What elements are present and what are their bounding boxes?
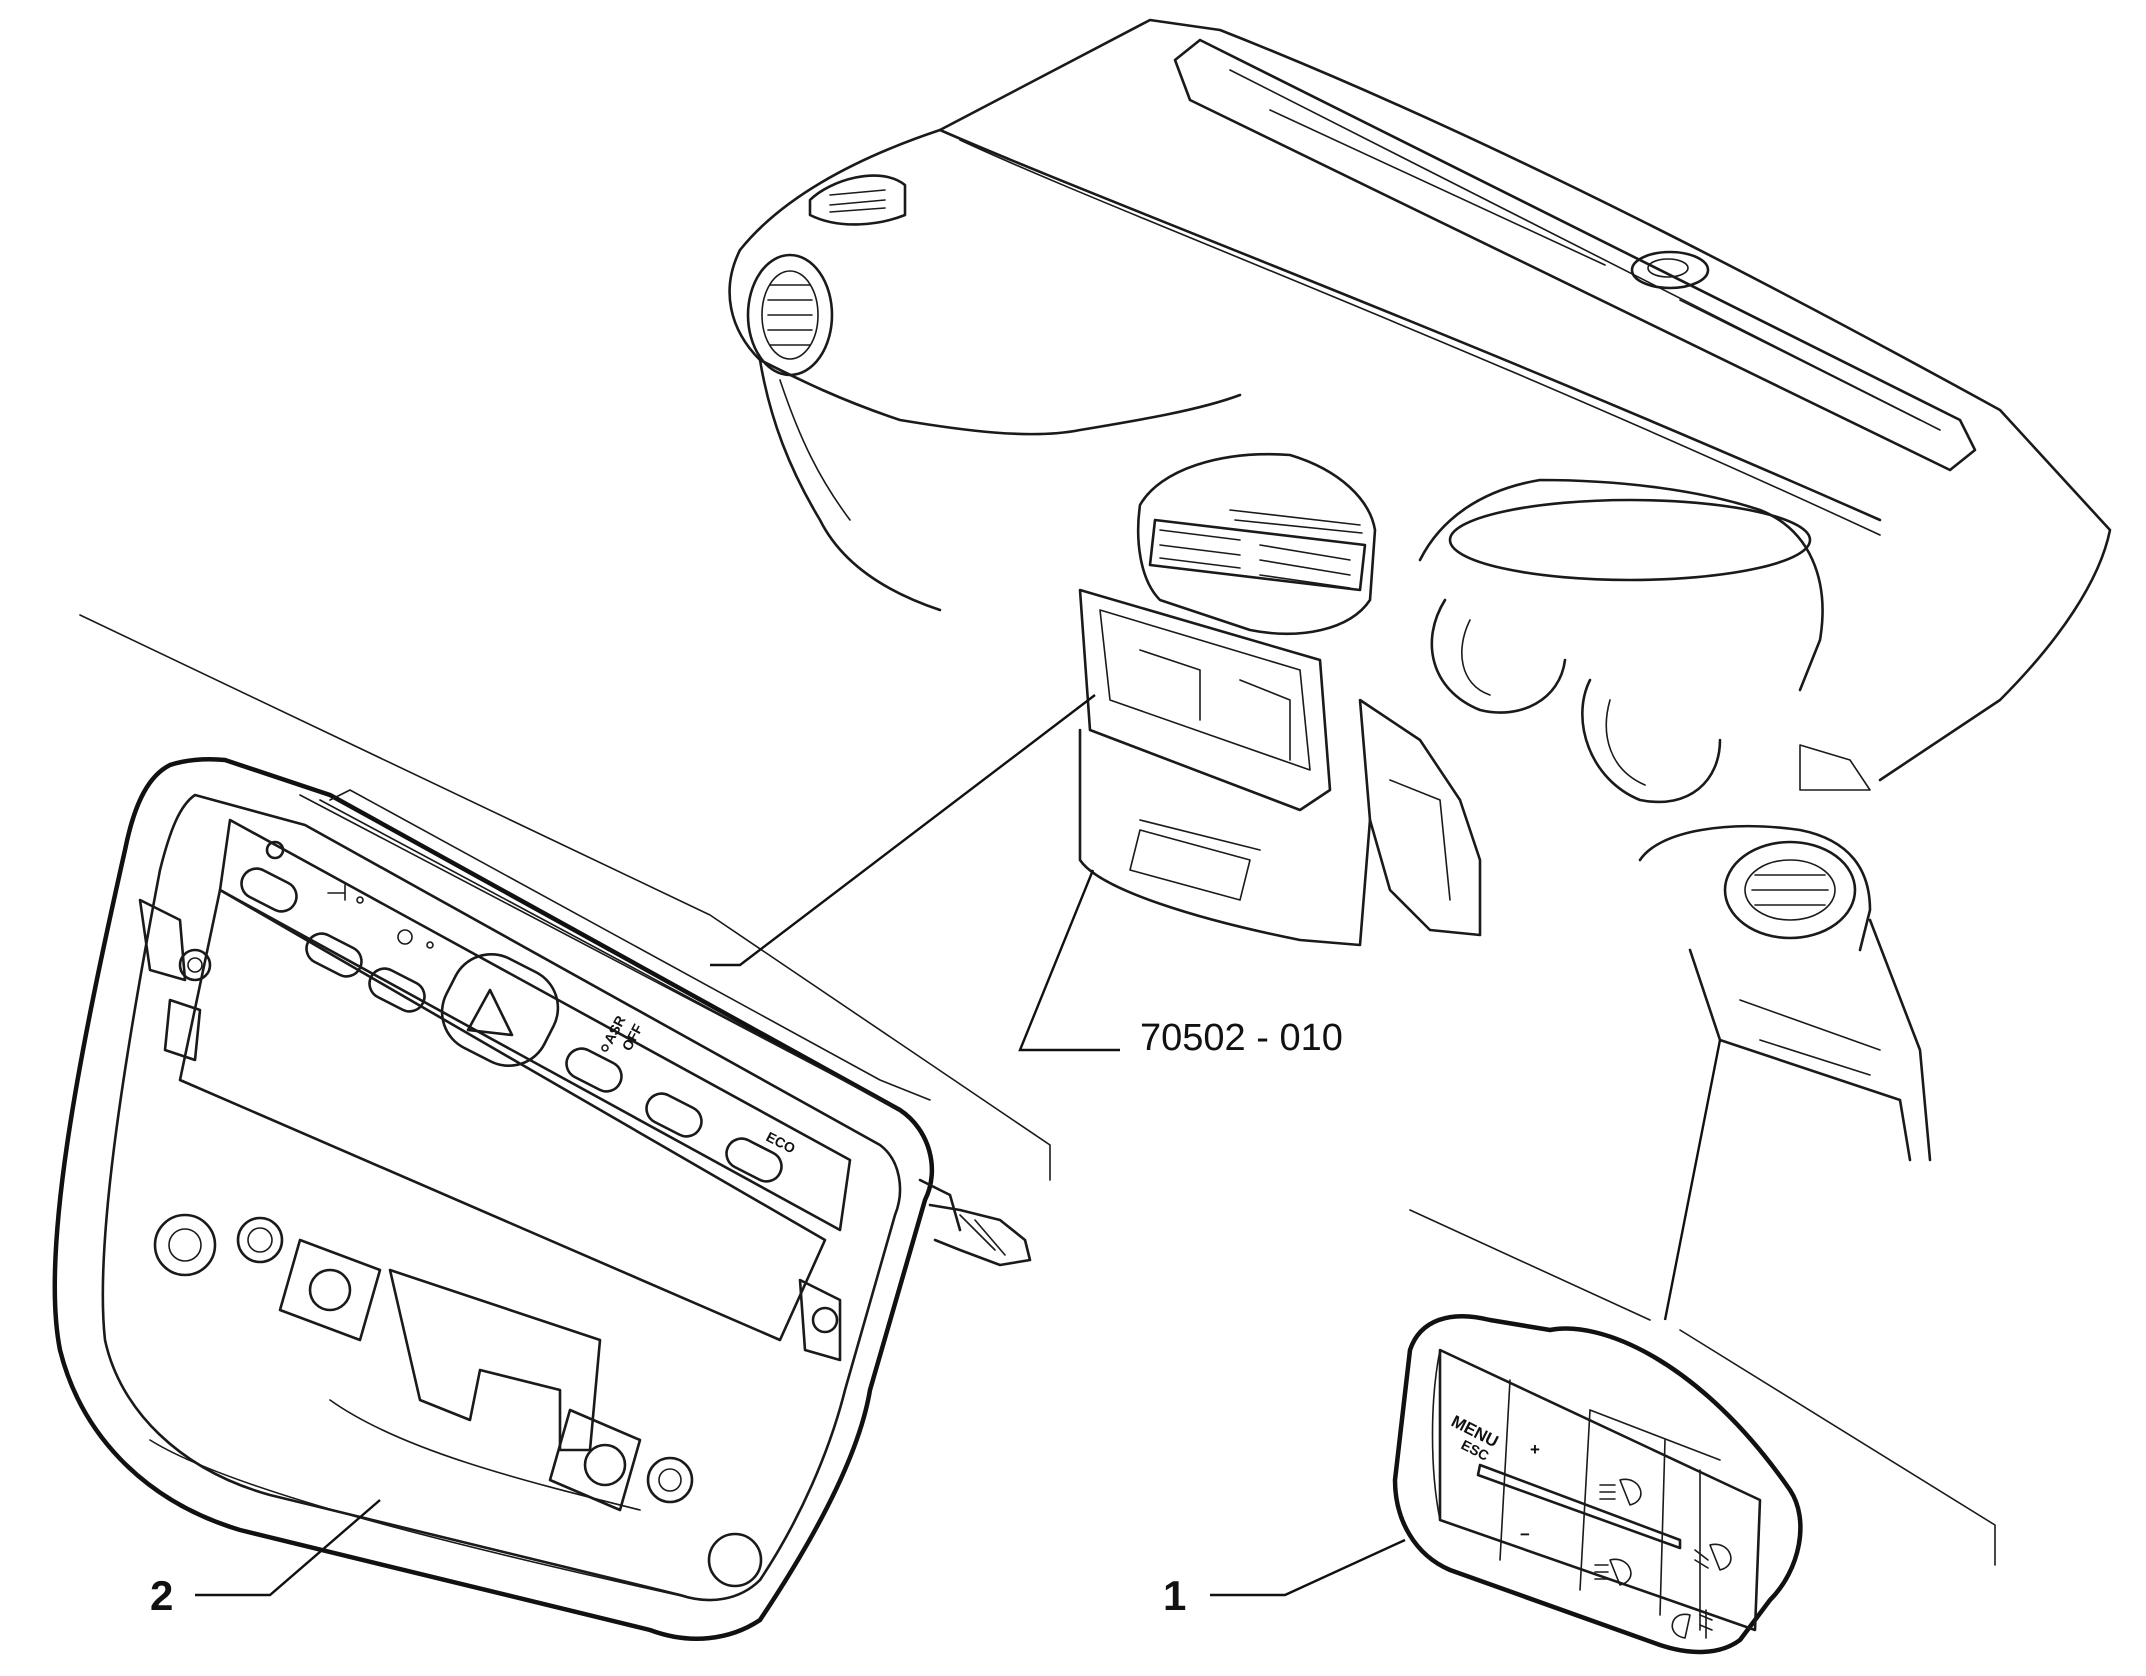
plus-symbol: + bbox=[1530, 1440, 1540, 1459]
rear-fog-icon bbox=[1671, 1613, 1691, 1639]
part-code-label: 70502 - 010 bbox=[1140, 1017, 1343, 1059]
callout-item-2: 2 bbox=[150, 1572, 173, 1619]
fog-light-icon bbox=[1619, 1478, 1642, 1506]
minus-symbol: − bbox=[1520, 1525, 1530, 1544]
dashboard-assembly bbox=[728, 18, 2112, 1162]
guide-lines bbox=[79, 614, 1996, 1566]
headlight-icon bbox=[1609, 1558, 1632, 1586]
eco-label: ECO bbox=[764, 1128, 798, 1156]
lock-icon bbox=[397, 929, 413, 945]
ac-icon bbox=[265, 840, 285, 860]
center-switch-bezel: ASR OFF ECO bbox=[52, 756, 1032, 1641]
front-fog-icon bbox=[1709, 1543, 1732, 1571]
callout-item-1: 1 bbox=[1163, 1572, 1186, 1619]
temperature-icon bbox=[327, 884, 346, 901]
leader-lines bbox=[195, 694, 1722, 1597]
